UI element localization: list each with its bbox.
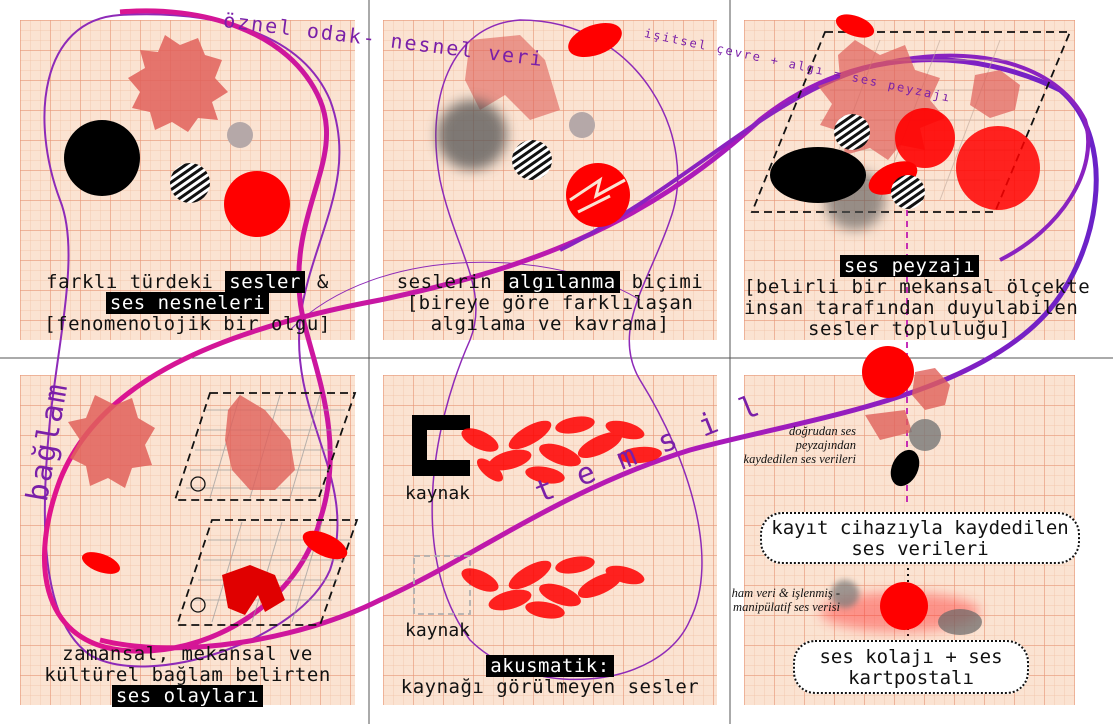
red-blob <box>222 565 285 615</box>
pink-cloud-right <box>970 70 1020 118</box>
blurred-gray-circle <box>437 100 507 170</box>
red-circle <box>880 582 928 630</box>
source-label-bottom: kaynak <box>405 620 470 641</box>
gray-circle <box>569 112 595 138</box>
pink-sound-cloud <box>128 35 228 132</box>
black-source-icon <box>412 415 470 476</box>
red-leaf <box>79 548 123 579</box>
red-circle <box>224 171 290 237</box>
note-raw-processed: ham veri & işlenmiş - manipülatif ses ve… <box>660 586 840 614</box>
highlight-sesler: sesler <box>225 271 305 293</box>
gray-circle <box>227 122 253 148</box>
source-label-top: kaynak <box>405 483 470 504</box>
red-leaf-cluster-bottom <box>458 554 646 622</box>
pill-sound-collage: ses kolajı + ses kartpostalı <box>793 640 1029 694</box>
black-ellipse-small <box>885 445 925 490</box>
highlight-algilanma: algılanma <box>504 271 619 293</box>
pink-blob <box>225 395 295 490</box>
pink-cloud <box>912 368 950 410</box>
red-circle <box>862 346 914 398</box>
highlight-ses-olaylari: ses olayları <box>112 685 263 707</box>
highlight-ses-nesneleri: ses nesneleri <box>106 292 269 314</box>
striped-circle <box>891 175 925 209</box>
caption-perception: seslerin algılanma biçimi [bireye göre f… <box>383 272 717 335</box>
pill-recorded-data: kayıt cihazıyla kaydedilen ses verileri <box>760 512 1080 564</box>
gray-ellipse <box>938 609 982 635</box>
gray-circle <box>909 419 941 451</box>
pink-sound-cloud <box>68 395 155 488</box>
red-circle-large <box>956 126 1040 210</box>
note-direct-recording: doğrudan ses peyzajından kaydedilen ses … <box>740 424 856 466</box>
black-circle <box>64 120 140 196</box>
pink-shard <box>865 410 912 440</box>
red-circle <box>895 108 955 168</box>
highlight-akusmatik: akusmatik: <box>486 655 613 677</box>
small-circle-marker <box>191 477 205 491</box>
caption-acousmatic: akusmatik: kaynağı görülmeyen sesler <box>383 656 717 698</box>
striped-circle <box>170 163 210 203</box>
caption-soundscape: ses peyzajı [belirli bir mekansal ölçekt… <box>744 256 1075 340</box>
caption-sound-objects: farklı türdeki sesler & ses nesneleri [f… <box>20 272 355 335</box>
red-leaf-top <box>564 16 627 63</box>
highlight-ses-peyzaji: ses peyzajı <box>840 255 979 277</box>
red-leaf-top <box>833 10 877 42</box>
black-ellipse <box>770 147 866 203</box>
striped-circle <box>834 114 870 150</box>
striped-circle <box>512 140 552 180</box>
caption-context: zamansal, mekansal ve kültürel bağlam be… <box>20 644 355 707</box>
